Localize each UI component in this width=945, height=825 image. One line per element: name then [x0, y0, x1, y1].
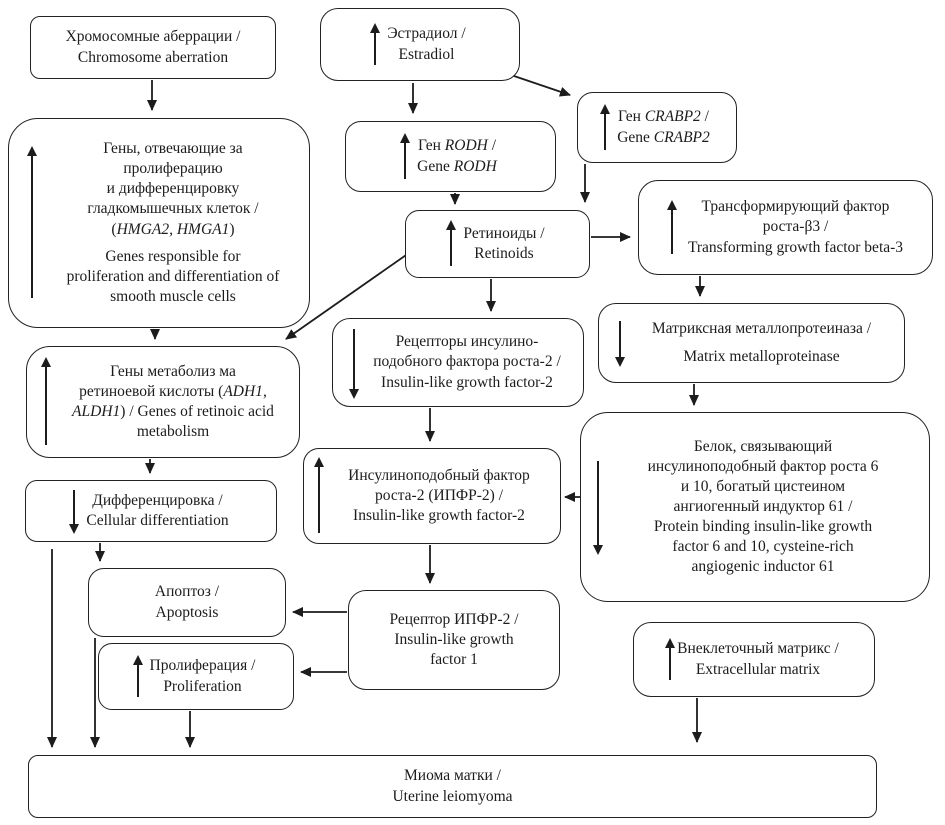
node-label: Insulin-like growth factor-2	[381, 373, 553, 391]
node-cyr61-protein: Белок, связывающий инсулиноподобный факт…	[580, 412, 930, 602]
node-label: Дифференцировка /	[92, 491, 223, 509]
node-label: Внеклеточный матрикс /	[677, 640, 839, 658]
node-label: Рецепторы инсулино-	[395, 333, 539, 351]
node-label: подобного фактора роста-2 /	[373, 353, 561, 371]
node-matrix-metalloproteinase: Матриксная металлопротеиназа / Matrix me…	[598, 303, 905, 383]
node-label: Апоптоз /	[154, 583, 220, 601]
node-label: Гены метаболиз ма	[110, 362, 236, 380]
node-label: smooth muscle cells	[110, 287, 236, 305]
node-label: ALDH1) / Genes of retinoic acid	[72, 403, 274, 420]
decrease-arrow-icon	[619, 321, 621, 365]
increase-arrow-icon	[669, 639, 672, 680]
increase-arrow-icon	[136, 656, 139, 697]
node-label: Рецептор ИПФР-2 /	[389, 610, 519, 628]
arrow-estradiol-to-crabp2	[513, 75, 571, 97]
node-estradiol: Эстрадиол / Estradiol	[320, 8, 520, 81]
node-label: Genes responsible for	[105, 247, 241, 265]
decrease-arrow-icon	[353, 328, 355, 397]
node-label: Retinoids	[474, 245, 534, 262]
node-label: Gene CRABP2	[617, 128, 710, 146]
node-label: Estradiol	[398, 45, 455, 63]
increase-arrow-icon	[671, 201, 673, 254]
node-label: Пролиферация /	[149, 657, 256, 675]
increase-arrow-icon	[450, 222, 453, 266]
node-label: proliferation and differentiation of	[66, 267, 280, 285]
decrease-arrow-icon	[597, 461, 599, 553]
node-label: Cellular differentiation	[86, 512, 229, 529]
node-label: Proliferation	[163, 677, 242, 695]
node-label: Matrix metalloproteinase	[683, 347, 840, 365]
node-label: Extracellular matrix	[695, 660, 821, 678]
increase-arrow-icon	[604, 105, 607, 150]
node-label: роста-β3 /	[762, 218, 829, 236]
node-label: роста-2 (ИПФР-2) /	[374, 486, 504, 504]
node-label: Uterine leiomyoma	[392, 787, 513, 805]
node-label: factor 1	[430, 651, 478, 669]
node-proliferation: Пролиферация / Proliferation	[98, 643, 294, 710]
node-label: Ген CRABP2 /	[617, 108, 709, 126]
node-label: Ретиноиды /	[463, 224, 545, 242]
increase-arrow-icon	[45, 359, 47, 445]
node-label: ретиноевой кислоты (ADH1,	[79, 382, 267, 400]
node-extracellular-matrix: Внеклеточный матрикс / Extracellular mat…	[633, 622, 875, 697]
node-label: Трансформирующий фактор	[701, 198, 890, 216]
node-label: гладкомышечных клеток /	[87, 200, 259, 218]
node-label: Белок, связывающий	[693, 437, 833, 455]
node-label: Transforming growth factor beta-3	[687, 238, 904, 256]
node-retinoic-acid-genes: Гены метаболиз ма ретиноевой кислоты (AD…	[26, 346, 300, 458]
node-label: ангиогенный индуктор 61 /	[673, 497, 853, 515]
increase-arrow-icon	[374, 24, 377, 65]
node-igf2-receptor: Рецептор ИПФР-2 / Insulin-like growth fa…	[348, 590, 560, 690]
node-label: Insulin-like growth factor-2	[353, 507, 525, 525]
node-hmga-genes: Гены, отвечающие за пролиферацию и диффе…	[8, 118, 310, 328]
arrow-retinoids-to-retinoic-genes	[285, 252, 410, 340]
node-label: Матриксная металлопротеиназа /	[651, 320, 872, 338]
node-label: Инсулиноподобный фактор	[348, 466, 530, 484]
node-apoptosis: Апоптоз / Apoptosis	[88, 568, 286, 637]
node-chromosome-aberration: Хромосомные аберрации / Chromosome aberr…	[30, 16, 276, 79]
node-label: Apoptosis	[155, 603, 219, 621]
node-differentiation: Дифференцировка / Cellular differentiati…	[25, 480, 277, 542]
node-label: (HMGA2, HMGA1)	[111, 220, 235, 238]
node-label: пролиферацию	[123, 160, 223, 178]
node-igf2-receptors: Рецепторы инсулино- подобного фактора ро…	[332, 318, 584, 407]
node-label: Гены, отвечающие за	[103, 139, 243, 157]
node-label: инсулиноподобный фактор роста 6	[647, 457, 879, 475]
increase-arrow-icon	[404, 134, 407, 179]
node-label: Хромосомные аберрации /	[65, 28, 241, 46]
node-gene-crabp2: Ген CRABP2 / Gene CRABP2	[577, 92, 737, 163]
node-tgf-beta3: Трансформирующий фактор роста-β3 / Trans…	[638, 180, 933, 275]
node-label: Миома матки /	[404, 767, 501, 785]
node-label: metabolism	[136, 423, 210, 441]
node-label: Chromosome aberration	[77, 48, 229, 66]
decrease-arrow-icon	[73, 490, 76, 532]
node-label: angiogenic inductor 61	[691, 558, 835, 576]
increase-arrow-icon	[31, 148, 33, 298]
node-retinoids: Ретиноиды / Retinoids	[405, 210, 590, 278]
node-igf2: Инсулиноподобный фактор роста-2 (ИПФР-2)…	[303, 448, 561, 544]
node-gene-rodh: Ген RODH / Gene RODH	[345, 121, 556, 192]
node-label: Protein binding insulin-like growth	[653, 518, 873, 536]
node-label: Эстрадиол /	[387, 25, 466, 43]
node-uterine-leiomyoma: Миома матки / Uterine leiomyoma	[28, 755, 877, 818]
node-label: и дифференцировку	[106, 180, 240, 198]
node-label: Gene RODH	[417, 157, 497, 175]
node-label: Ген RODH /	[417, 137, 497, 155]
node-label: и 10, богатый цистеином	[680, 477, 846, 495]
node-label: factor 6 and 10, cysteine-rich	[672, 538, 854, 556]
node-label: Insulin-like growth	[394, 630, 514, 648]
increase-arrow-icon	[318, 459, 320, 533]
